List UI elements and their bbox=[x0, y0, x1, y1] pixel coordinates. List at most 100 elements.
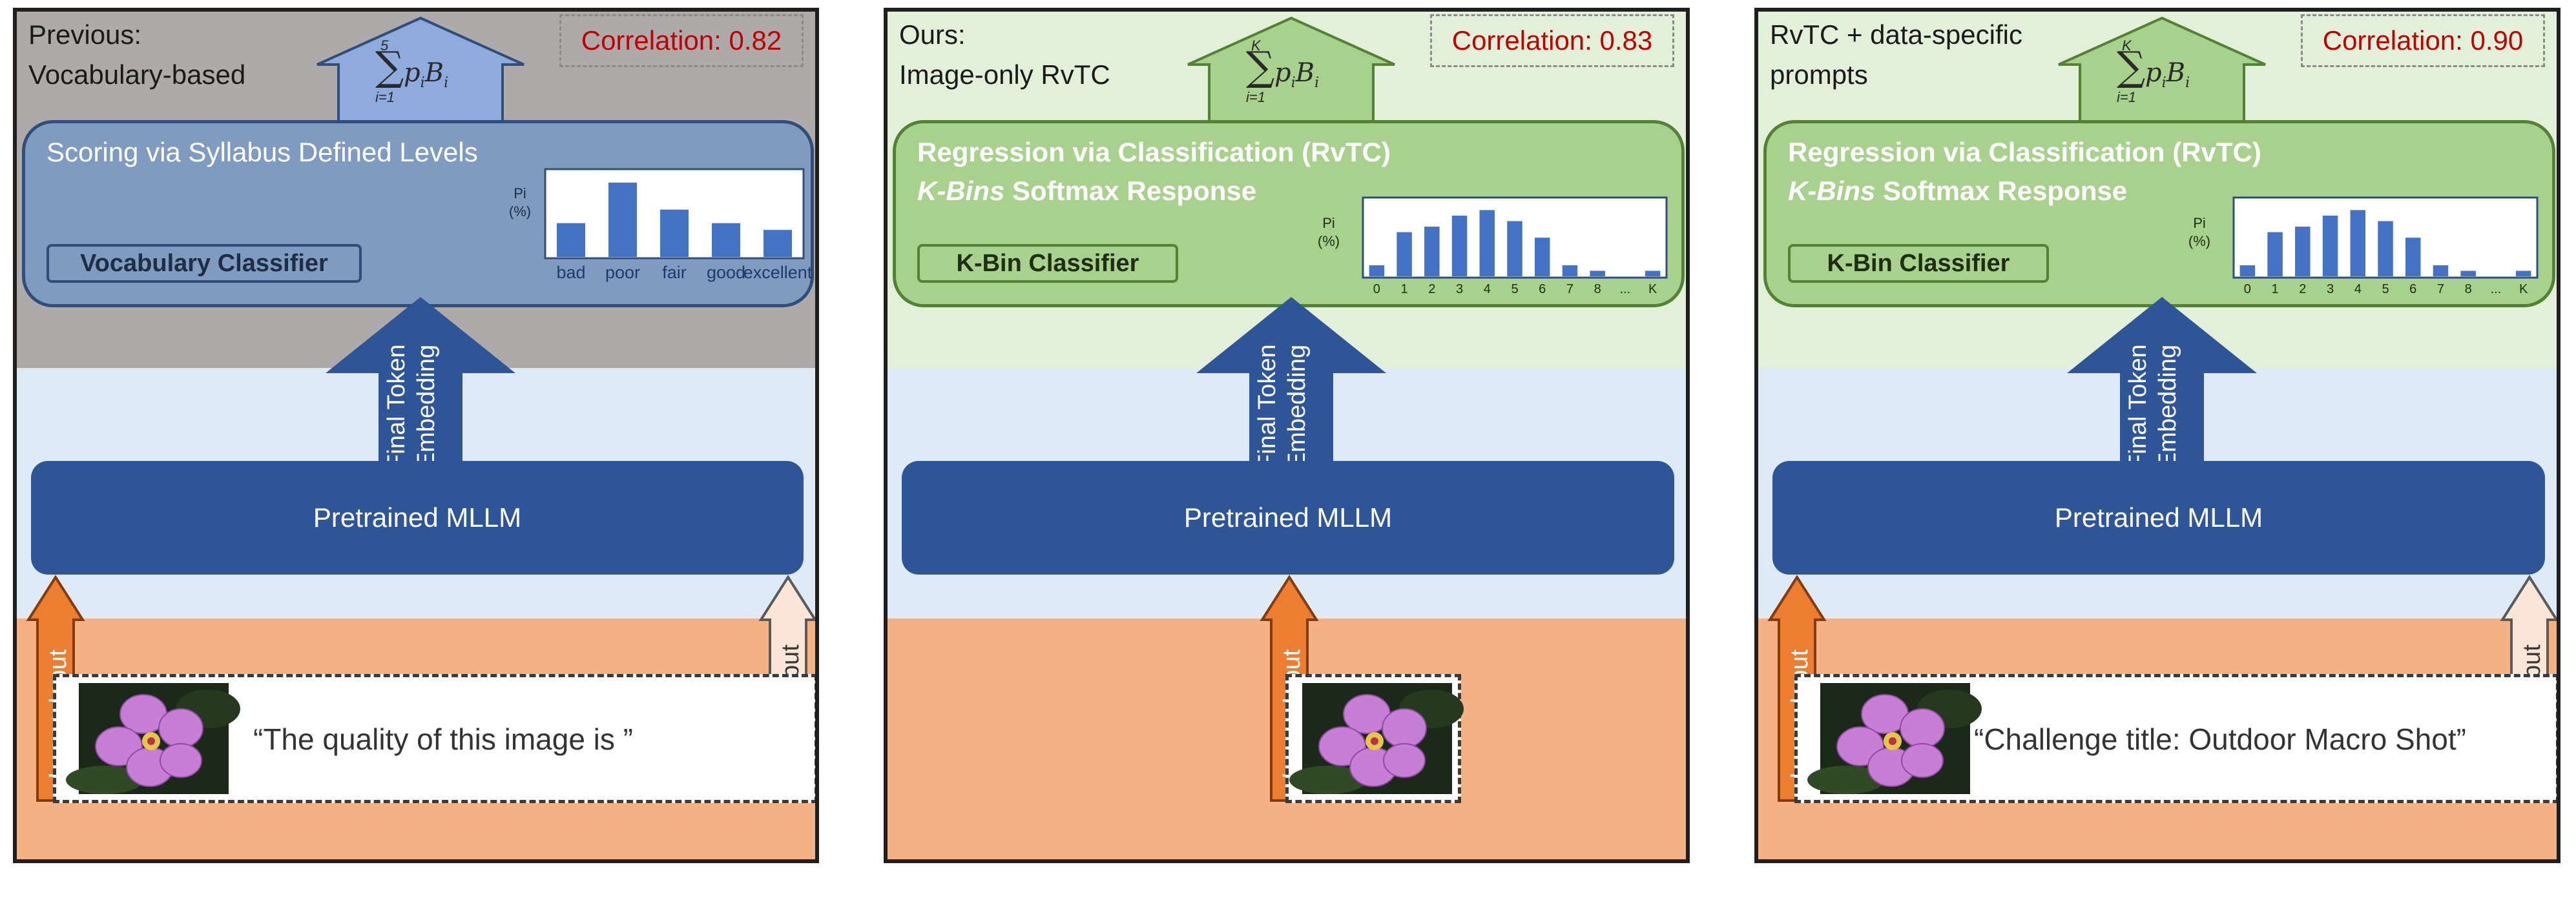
chart-tick-label: K bbox=[2519, 282, 2528, 296]
panel-ours-prompts: RvTC + data-specific prompts Correlation… bbox=[1754, 8, 2560, 863]
sum-upper: 5 bbox=[380, 37, 389, 54]
chart-bar bbox=[2405, 238, 2421, 276]
correlation-badge: Correlation: 0.90 bbox=[2301, 14, 2545, 67]
chart-tick-label: K bbox=[1648, 282, 1657, 296]
sum-symbol: ∑ bbox=[2117, 43, 2146, 90]
chart-tick-label: 8 bbox=[2465, 282, 2472, 296]
chart-bar bbox=[2267, 232, 2283, 276]
chart-tick-label: 6 bbox=[1539, 282, 1546, 296]
chart-bar bbox=[2322, 215, 2338, 276]
chart-bar bbox=[1479, 210, 1495, 276]
chart-tick-label: bad bbox=[556, 263, 585, 282]
sum-formula: K ∑ i=1 piBi bbox=[1246, 37, 1336, 115]
chart-bar bbox=[763, 230, 792, 257]
output-arrow bbox=[1187, 16, 1395, 123]
chart-bar bbox=[1451, 215, 1468, 276]
chart-tick-label: 0 bbox=[1373, 282, 1380, 296]
sum-term: piBi bbox=[1274, 58, 1320, 91]
panel-title-line2: Image-only RvTC bbox=[899, 59, 1110, 90]
sum-term: piBi bbox=[404, 58, 449, 91]
chart-bar bbox=[2350, 210, 2366, 276]
chart-bar bbox=[608, 182, 637, 257]
chart-tick-label: excellent bbox=[743, 263, 813, 282]
embedding-arrow bbox=[2067, 297, 2257, 467]
pretrained-mllm: Pretrained MLLM bbox=[1772, 461, 2545, 575]
chart-bar bbox=[1562, 265, 1578, 276]
sum-symbol: ∑ bbox=[1246, 43, 1275, 90]
chart-plot: 0 1 2 3 4 5 6 7 8... K bbox=[1362, 196, 1668, 296]
chart-bar bbox=[1645, 271, 1661, 276]
panel-title-line1: Ours: bbox=[899, 19, 966, 50]
chart-bar bbox=[2378, 221, 2393, 276]
chart-tick-label: 8 bbox=[1594, 282, 1601, 296]
chart-tick-label: ... bbox=[1620, 282, 1631, 296]
correlation-badge: Correlation: 0.83 bbox=[1430, 14, 1674, 67]
chart-bar bbox=[1534, 238, 1550, 276]
sum-formula: 5 ∑ i=1 piBi bbox=[375, 37, 466, 115]
chart-bar bbox=[712, 223, 740, 257]
output-arrow bbox=[317, 16, 525, 123]
vocabulary-classifier-label: Vocabulary Classifier bbox=[47, 244, 362, 283]
output-arrow bbox=[2058, 16, 2266, 123]
chart-bar bbox=[2460, 271, 2476, 276]
sum-term: piBi bbox=[2145, 58, 2190, 91]
chart-tick-label: 5 bbox=[1511, 282, 1518, 296]
scoring-head-title: Scoring via Syllabus Defined Levels bbox=[47, 137, 478, 167]
chart-bar bbox=[1369, 265, 1385, 276]
chart-bar bbox=[2295, 227, 2311, 276]
embedding-arrow bbox=[1196, 297, 1386, 467]
chart-tick-label: 0 bbox=[2244, 282, 2251, 296]
rvtc-head-title: Regression via Classification (RvTC) bbox=[917, 137, 1391, 167]
chart-bar bbox=[2433, 265, 2449, 276]
chart-tick-label: fair bbox=[662, 263, 687, 282]
sum-lower: i=1 bbox=[375, 89, 395, 105]
chart-tick-label: 6 bbox=[2409, 282, 2416, 296]
embedding-arrow bbox=[326, 297, 515, 467]
panel-title-line1: Previous: bbox=[28, 19, 142, 50]
rvtc-head-subtitle: K-Bins Softmax Response bbox=[1788, 176, 2128, 206]
prompt-text: “The quality of this image is ” bbox=[253, 722, 634, 756]
chart-bar bbox=[1424, 227, 1440, 276]
chart-tick-label: 4 bbox=[2354, 282, 2362, 296]
chart-tick-label: good bbox=[707, 263, 745, 282]
flower-image bbox=[1289, 683, 1464, 794]
chart-tick-label: 4 bbox=[1484, 282, 1491, 296]
chart-bar bbox=[660, 209, 689, 257]
panel-title-line2: prompts bbox=[1770, 59, 1868, 90]
chart-tick-label: 3 bbox=[1456, 282, 1463, 296]
correlation-badge: Correlation: 0.82 bbox=[559, 14, 804, 67]
chart-bar bbox=[557, 223, 585, 257]
chart-tick-label: 1 bbox=[1401, 282, 1408, 296]
chart-tick-label: 3 bbox=[2327, 282, 2334, 296]
panel-title-line2: Vocabulary-based bbox=[28, 59, 246, 90]
chart-bar bbox=[1590, 271, 1605, 276]
chart-tick-label: 2 bbox=[2299, 282, 2306, 296]
sum-lower: i=1 bbox=[2117, 89, 2136, 105]
chart-ylabel: Pi (%) bbox=[2188, 215, 2211, 249]
panel-previous: Previous: Vocabulary-based Correlation: … bbox=[13, 8, 819, 863]
chart-tick-label: 7 bbox=[2437, 282, 2444, 296]
chart-tick-label: 1 bbox=[2272, 282, 2279, 296]
sum-upper: K bbox=[2122, 37, 2132, 54]
sum-symbol: ∑ bbox=[375, 43, 404, 90]
sum-formula: K ∑ i=1 piBi bbox=[2117, 37, 2207, 115]
kbin-classifier-label: K-Bin Classifier bbox=[917, 244, 1178, 283]
chart-bar bbox=[1507, 221, 1522, 276]
chart-tick-label: 2 bbox=[1428, 282, 1435, 296]
panel-ours: Ours: Image-only RvTC Correlation: 0.83 … bbox=[884, 8, 1690, 863]
chart-bar bbox=[2515, 271, 2531, 276]
flower-image bbox=[66, 683, 240, 794]
prompt-text: “Challenge title: Outdoor Macro Shot” bbox=[1974, 722, 2466, 756]
chart-tick-label: 7 bbox=[1566, 282, 1574, 296]
panel-title-line1: RvTC + data-specific bbox=[1770, 19, 2022, 50]
chart-bar bbox=[2239, 265, 2256, 276]
rvtc-head-subtitle: K-Bins Softmax Response bbox=[917, 176, 1257, 206]
